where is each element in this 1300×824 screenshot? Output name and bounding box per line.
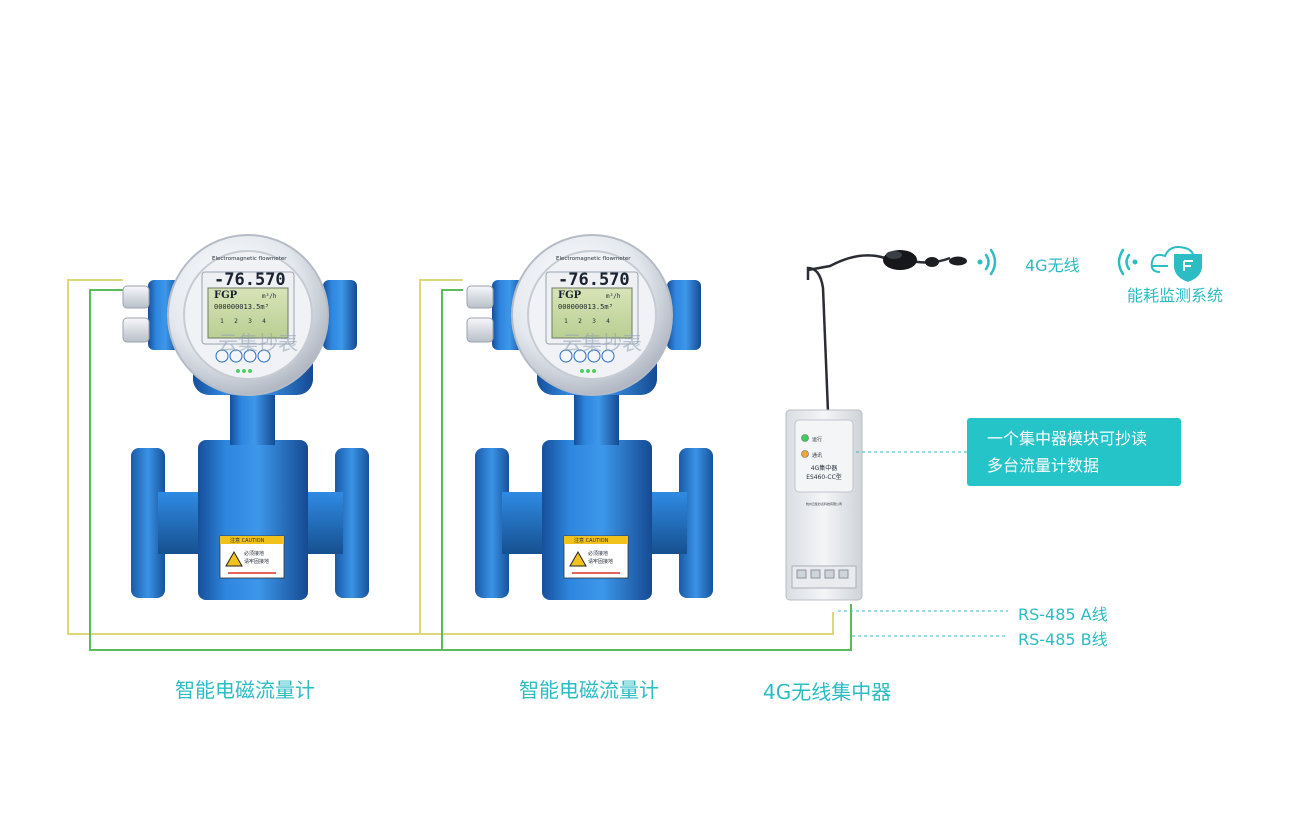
leader-lines bbox=[838, 451, 1008, 637]
caution-line2: 请牢固接地 bbox=[588, 558, 613, 565]
watermark: 云集抄表 bbox=[218, 331, 298, 355]
meter-label-2: 智能电磁流量计 bbox=[519, 678, 659, 702]
lcd-flow-value: -76.570 bbox=[558, 270, 630, 290]
signal-waves-icon bbox=[977, 248, 997, 276]
meter-button-1: 1 bbox=[220, 318, 224, 325]
lcd-unit: m³/h bbox=[262, 293, 277, 300]
device-maker: 杭州云集抄表科技有限公司 bbox=[806, 501, 842, 506]
meter-button-2: 2 bbox=[578, 318, 582, 325]
wireless-label: 4G无线 bbox=[1025, 256, 1080, 275]
cloud-shield-icon bbox=[1150, 246, 1202, 282]
lcd-flow-value: -76.570 bbox=[214, 270, 286, 290]
antenna-icon bbox=[807, 250, 967, 272]
meter-button-4: 4 bbox=[606, 318, 610, 325]
signal-receive-icon bbox=[1117, 248, 1138, 276]
rs485-a-label: RS-485 A线 bbox=[1018, 605, 1108, 624]
concentrator-label: 4G无线集中器 bbox=[763, 680, 892, 704]
caution-title: 注意 CAUTION bbox=[230, 537, 265, 544]
meter-button-3: 3 bbox=[592, 318, 596, 325]
callout-box: 一个集中器模块可抄读 多台流量计数据 bbox=[967, 418, 1181, 486]
caution-title: 注意 CAUTION bbox=[574, 537, 609, 544]
caution-line2: 请牢固接地 bbox=[244, 558, 269, 565]
run-led-icon bbox=[801, 434, 809, 442]
callout-line-1: 一个集中器模块可抄读 bbox=[987, 429, 1148, 448]
device-model: ES460-CC型 bbox=[806, 473, 842, 481]
system-label: 能耗监测系统 bbox=[1127, 286, 1224, 305]
led-comm-label: 通讯 bbox=[812, 452, 822, 459]
lcd-total: 000000013.5m³ bbox=[214, 303, 269, 311]
lcd-code: FGP bbox=[558, 290, 582, 301]
meter-button-3: 3 bbox=[248, 318, 252, 325]
device-name: 4G集中器 bbox=[811, 464, 837, 472]
led-run-label: 运行 bbox=[812, 436, 822, 443]
wiring bbox=[67, 266, 852, 651]
lcd-brand: Electromagnetic flowmeter bbox=[556, 256, 631, 262]
callout-line-2: 多台流量计数据 bbox=[987, 456, 1100, 475]
comm-led-icon bbox=[801, 450, 809, 458]
meter-label-1: 智能电磁流量计 bbox=[175, 678, 315, 702]
meter-button-2: 2 bbox=[234, 318, 238, 325]
concentrator-device: 运行 通讯 4G集中器 ES460-CC型 杭州云集抄表科技有限公司 bbox=[785, 409, 863, 601]
watermark: 云集抄表 bbox=[562, 331, 642, 355]
flowmeter-2: Electromagnetic flowmeter -76.570 FGP m³… bbox=[466, 234, 714, 601]
lcd-code: FGP bbox=[214, 290, 238, 301]
lcd-brand: Electromagnetic flowmeter bbox=[212, 256, 287, 262]
lcd-unit: m³/h bbox=[606, 293, 621, 300]
caution-line1: 必须接地 bbox=[244, 550, 264, 557]
flowmeter-1: Electromagnetic flowmeter -76.570 FGP m³… bbox=[122, 234, 370, 601]
lcd-total: 000000013.5m³ bbox=[558, 303, 613, 311]
caution-line1: 必须接地 bbox=[588, 550, 608, 557]
meter-button-1: 1 bbox=[564, 318, 568, 325]
rs485-b-label: RS-485 B线 bbox=[1018, 630, 1108, 649]
meter-button-4: 4 bbox=[262, 318, 266, 325]
